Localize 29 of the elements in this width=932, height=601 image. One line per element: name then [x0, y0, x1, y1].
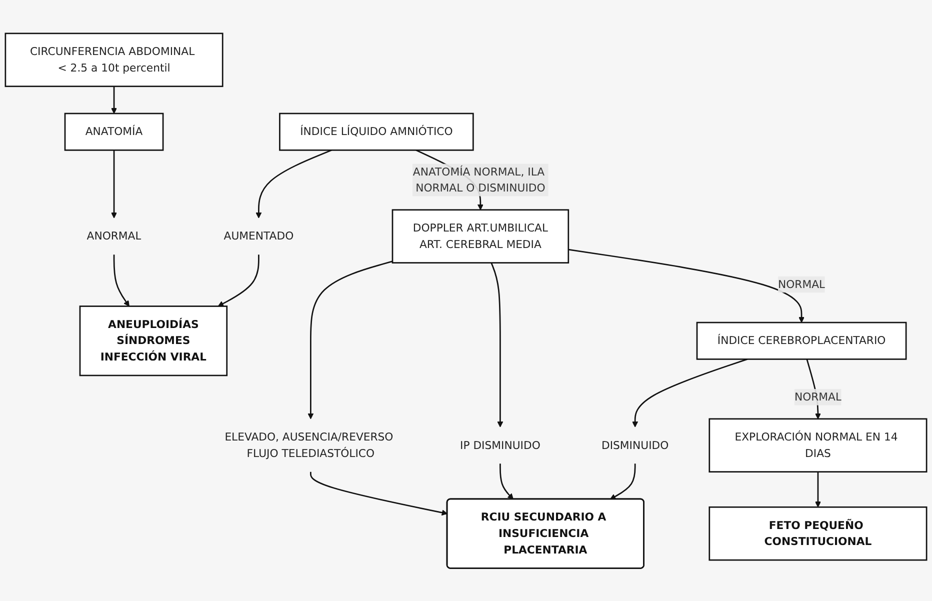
arrow	[218, 254, 260, 306]
node-text: ANORMAL	[86, 229, 142, 242]
node-text: IP DISMINUIDO	[460, 438, 540, 452]
node-text: ELEVADO, AUSENCIA/REVERSO FLUJO TELEDIASTÓLICO	[224, 430, 394, 460]
node-box: ÍNDICE LÍQUIDO AMNIÓTICO	[279, 112, 474, 151]
node-box: FETO PEQUEÑO CONSTITUCIONAL	[708, 506, 928, 560]
arrow	[815, 472, 821, 508]
arrow	[308, 260, 393, 419]
node-box: ANATOMÍA	[64, 112, 164, 151]
arrow	[310, 472, 448, 516]
edge-label: NORMAL	[794, 390, 842, 403]
arrow	[568, 248, 805, 322]
edge-label: NORMAL	[778, 277, 826, 290]
arrow	[610, 463, 636, 500]
node-box: ÍNDICE CEREBROPLACENTARIO	[696, 322, 907, 360]
arrow	[113, 254, 130, 306]
arrow	[500, 463, 514, 500]
arrow	[111, 86, 117, 114]
arrow	[256, 149, 332, 218]
node-box: DOPPLER ART.UMBILICAL ART. CEREBRAL MEDIA	[392, 208, 570, 264]
arrow	[490, 262, 504, 427]
node-text: AUMENTADO	[224, 229, 294, 242]
node-box: ANEUPLOIDÍAS SÍNDROMES INFECCIÓN VIRAL	[79, 305, 228, 376]
node-box: CIRCUNFERENCIA ABDOMINAL < 2.5 a 10t percentil	[4, 32, 224, 87]
edge-label: ANATOMÍA NORMAL, ILA NORMAL O DISMINUIDO	[412, 164, 546, 194]
arrow	[632, 358, 748, 427]
arrow	[111, 150, 117, 218]
node-box: EXPLORACIÓN NORMAL EN 14 DIAS	[708, 418, 928, 472]
node-text: DISMINUIDO	[601, 438, 669, 452]
